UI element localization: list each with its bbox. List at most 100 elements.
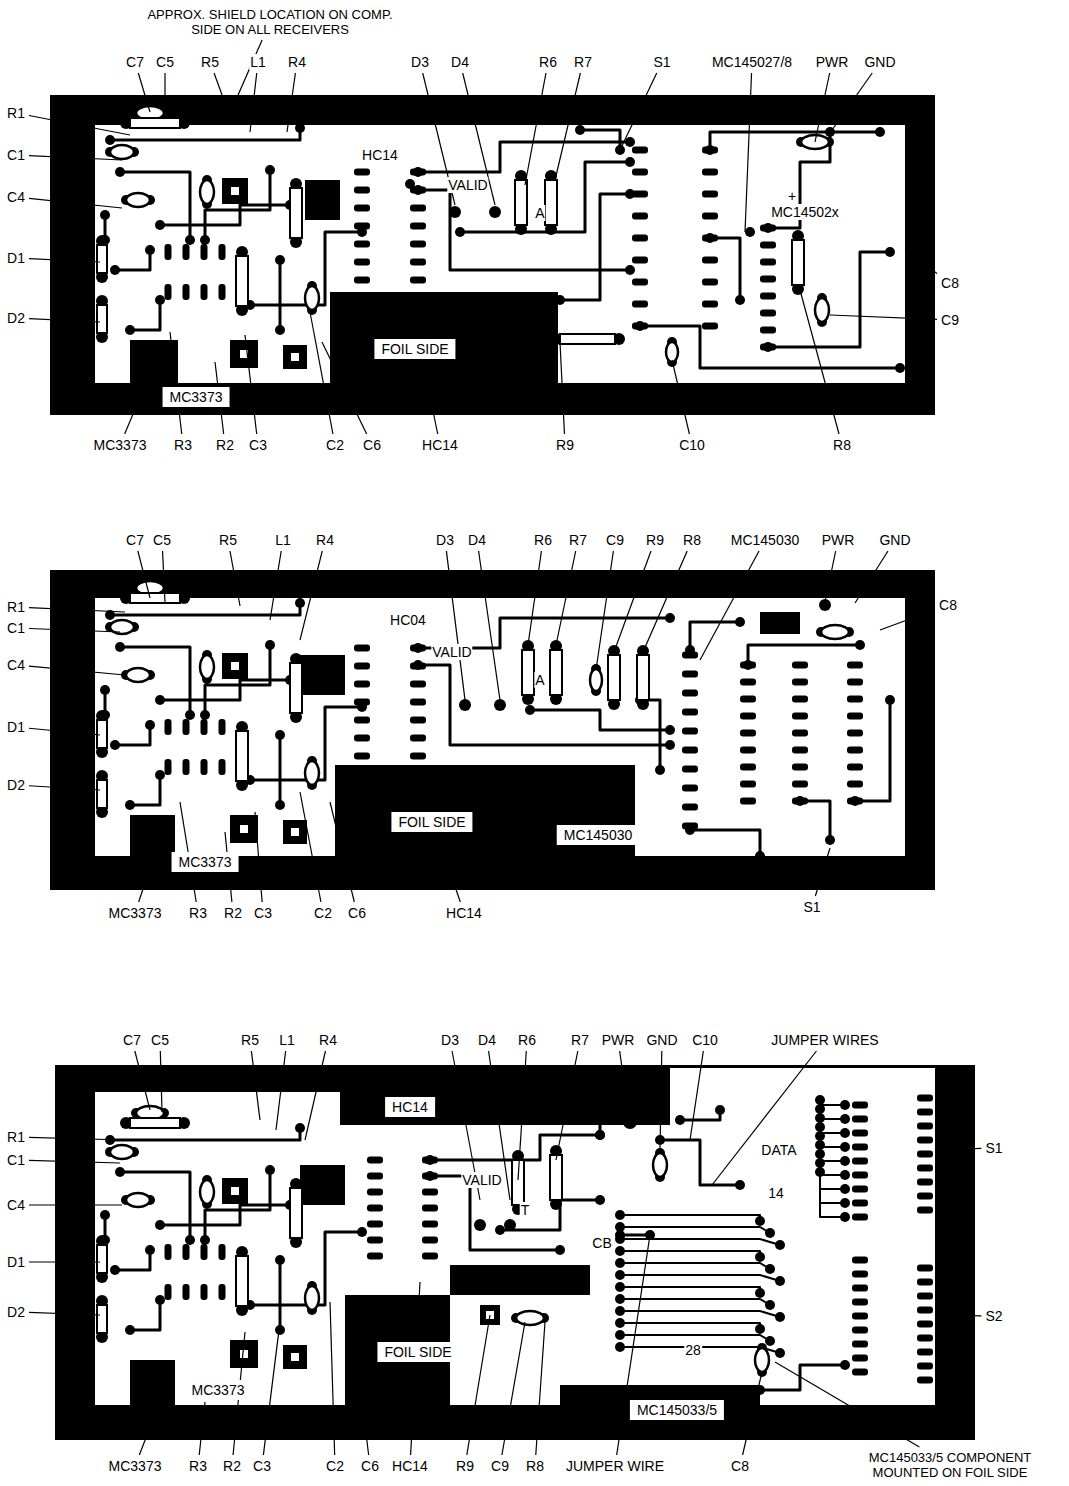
solder-pad [615, 1282, 625, 1292]
resistor-symbol [290, 663, 302, 713]
ic-pin-pad [792, 713, 808, 720]
callout-label: R5 [240, 1032, 260, 1048]
ic-pin-pad [183, 284, 190, 300]
callout-label: C1 [6, 147, 26, 163]
callout-label: S1 [652, 54, 671, 70]
ic-pin-pad [740, 730, 756, 737]
solder-pad [705, 233, 715, 243]
board-outline [50, 95, 935, 415]
ic-pin-pad [632, 147, 648, 154]
receiver-board-2 [50, 570, 935, 890]
solder-pad [705, 145, 715, 155]
pcb-trace [279, 1260, 282, 1330]
ic-pin-pad [354, 187, 370, 194]
solder-pad [615, 1342, 625, 1352]
leader-line [230, 551, 240, 606]
callout-label: C3 [248, 437, 268, 453]
ic-pin-pad [760, 242, 776, 249]
ic-pin-pad [632, 169, 648, 176]
solder-pad [495, 1225, 505, 1235]
ic-pin-pad [354, 169, 370, 176]
solder-pad [185, 710, 195, 720]
callout-label: C2 [313, 905, 333, 921]
solder-pad [595, 1195, 605, 1205]
board-marking: T [520, 1202, 531, 1218]
callout-label: R7 [570, 1032, 590, 1048]
ic-pin-pad [367, 1173, 383, 1180]
resistor-symbol [236, 731, 248, 781]
pcb-trace [620, 1227, 770, 1233]
callout-label: C6 [347, 905, 367, 921]
leader-line [467, 1315, 490, 1455]
callout-label: C2 [325, 1458, 345, 1474]
leader-line [29, 1204, 122, 1205]
capacitor-symbol [815, 298, 829, 322]
callout-label: C8 [730, 1458, 750, 1474]
solder-pad [265, 640, 275, 650]
ic-pin-pad [917, 1179, 933, 1186]
pcb-trace [680, 1110, 720, 1120]
solder-pad [200, 235, 210, 245]
solder-pad [155, 1295, 165, 1305]
leader-line [29, 1312, 100, 1315]
callout-label: C9 [940, 312, 960, 328]
pcb-trace [110, 128, 300, 140]
ic-pin-pad [760, 259, 776, 266]
leader-line [29, 628, 120, 632]
component-pad [222, 1178, 248, 1204]
ic-pin-pad [354, 663, 370, 670]
callout-label: R2 [222, 1458, 242, 1474]
pcb-trace [710, 238, 740, 300]
solder-pad [155, 770, 165, 780]
solder-pad [665, 740, 675, 750]
capacitor-symbol [590, 669, 602, 691]
solder-pad [645, 1095, 655, 1105]
ic-pin-pad [165, 759, 172, 775]
solder-pad [745, 227, 755, 237]
pcb-trace [279, 735, 282, 805]
part-marking-box: MC3373 [172, 852, 239, 872]
ic-pin-pad [740, 798, 756, 805]
ic-pin-pad [422, 1221, 438, 1228]
pcb-trace [690, 830, 760, 856]
pad-hole [240, 825, 248, 833]
ic-pin-pad [792, 696, 808, 703]
ic-pin-pad [367, 1205, 383, 1212]
leader-line [135, 1051, 150, 1110]
solder-pad [763, 223, 773, 233]
capacitor-symbol [755, 1348, 769, 1372]
leader-line [643, 551, 687, 652]
ic-pin-pad [410, 717, 426, 724]
pcb-trace [120, 647, 190, 715]
pcb-trace [120, 172, 190, 240]
callout-label: MC145030 [730, 532, 801, 548]
solder-pad [275, 325, 285, 335]
solder-pad [155, 220, 165, 230]
ic-pin-pad [201, 244, 208, 260]
ic-pin-pad [847, 747, 863, 754]
solder-pad [449, 206, 461, 218]
solder-pad [110, 740, 120, 750]
ic-pin-pad [367, 1253, 383, 1260]
solder-pad [295, 1123, 305, 1133]
leader-line [29, 259, 100, 262]
callout-label: MC145033/5 COMPONENT MOUNTED ON FOIL SID… [842, 1450, 1059, 1480]
copper-area [450, 1265, 590, 1295]
leader-line [310, 312, 333, 434]
solder-pad [795, 796, 805, 806]
component-pad [283, 820, 307, 844]
ic-pin-pad [219, 284, 226, 300]
resistor-symbol [550, 650, 562, 695]
leader-line [935, 1148, 981, 1150]
solder-pad [735, 295, 745, 305]
leader-line [300, 792, 321, 902]
copper-area [330, 292, 558, 385]
solder-pad [635, 321, 645, 331]
solder-pad [455, 227, 465, 237]
callout-label: JUMPER WIRES [770, 1032, 879, 1048]
leader-line [139, 838, 160, 902]
part-marking: MC3373 [192, 1382, 245, 1398]
solder-pad [815, 1104, 825, 1114]
solder-pad [755, 851, 765, 861]
pcb-trace [748, 645, 860, 665]
